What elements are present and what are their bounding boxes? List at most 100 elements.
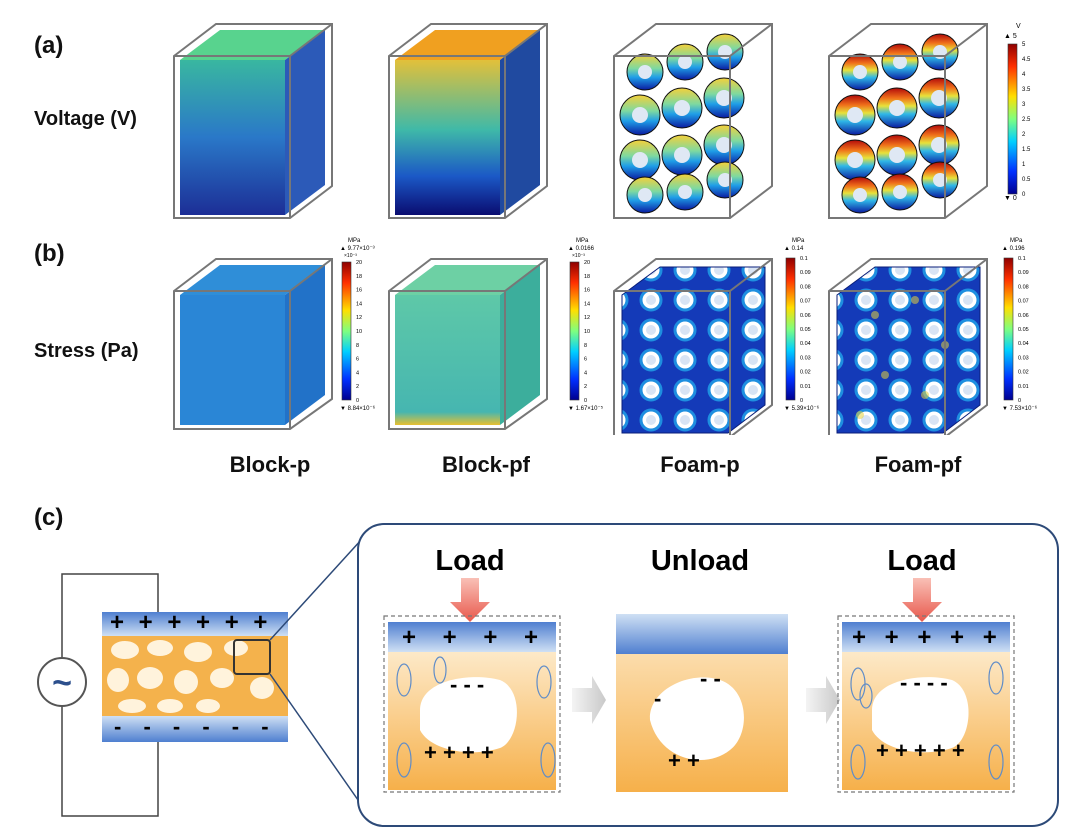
stress-colorbar-tick: 0.05 — [800, 327, 811, 333]
stress-colorbar-tick: 0.01 — [800, 384, 811, 390]
stress-colorbar-tick: 2 — [356, 384, 359, 390]
stress-colorbar-tick: 20 — [584, 260, 590, 266]
stress-colorbar-tick: 14 — [584, 301, 590, 307]
electrode-charges: + + + + + — [852, 624, 1003, 651]
stress-colorbar-tick: 0.06 — [1018, 313, 1029, 319]
stress-colorbar-tick: 0.1 — [1018, 256, 1026, 262]
voltage-colorbar-gradient — [1007, 43, 1018, 195]
hole-negative-charges: - - - - — [900, 670, 948, 695]
voltage-colorbar-min: ▼ 0 — [1004, 195, 1017, 200]
dipole-icons — [396, 656, 556, 778]
stress-colorbar-tick: 14 — [356, 301, 362, 307]
panel-b-label: (b) — [34, 240, 65, 267]
column-label-block-p: Block-p — [229, 452, 311, 477]
stress-colorbar-tick: 0.02 — [1018, 370, 1029, 376]
stress-colorbar-min: ▼ 8.84×10⁻⁶ — [340, 405, 376, 412]
stress-colorbar-tick: 0.09 — [800, 270, 811, 276]
stage-title: Load — [887, 545, 956, 577]
stress-colorbar-unit: MPa — [348, 238, 361, 244]
stress-row-label: Stress (Pa) — [34, 340, 139, 362]
sample-top-charges: + + + + + + — [110, 609, 271, 636]
stress-colorbar-tick: 8 — [356, 343, 359, 349]
voltage-colorbar-tick: 3.5 — [1022, 87, 1031, 93]
voltage-row-label: Voltage (V) — [34, 108, 137, 130]
voltage-colorbar-tick: 4 — [1022, 72, 1026, 78]
stage-load-1: Load + + + + - - - + + + + — [383, 545, 561, 793]
stress-colorbar-tick: 0.04 — [800, 341, 811, 347]
stress-colorbar-unit: MPa — [792, 238, 805, 244]
block-pf-stress-cube — [388, 258, 548, 430]
hole-negative-charges: - - — [700, 666, 721, 691]
stress-colorbar-tick: 0 — [800, 398, 803, 404]
hole-positive-charges: + + + + + — [876, 738, 965, 763]
stress-colorbar-tick: 0.08 — [800, 284, 811, 290]
voltage-colorbar-max: ▲ 5 — [1004, 33, 1017, 40]
stress-colorbar-exp: ×10⁻³ — [344, 253, 357, 259]
stress-colorbar-tick: 0.08 — [1018, 284, 1029, 290]
stress-colorbar-tick: 20 — [356, 260, 362, 266]
stress-colorbar-max: ▲ 0.0166 — [568, 246, 595, 252]
stress-colorbar-tick: 0.07 — [800, 299, 811, 305]
stress-colorbar-max: ▲ 0.14 — [784, 246, 804, 252]
stress-colorbar-tick: 0.03 — [800, 355, 811, 361]
column-label-block-pf: Block-pf — [442, 452, 530, 477]
stage-title: Load — [435, 545, 504, 577]
block-p-voltage-cube — [173, 23, 333, 219]
voltage-colorbar-unit: V — [1016, 23, 1021, 30]
stress-colorbar-tick: 0.09 — [1018, 270, 1029, 276]
stress-colorbar-block-p: MPa ▲ 9.77×10⁻³ ×10⁻³ 20181614121086420 … — [340, 238, 376, 412]
zoom-box — [233, 639, 271, 675]
stress-colorbar-tick: 16 — [356, 288, 362, 294]
stress-colorbar-tick: 4 — [584, 370, 587, 376]
stress-colorbar-tick: 12 — [356, 315, 362, 321]
stress-colorbar-unit: MPa — [1010, 238, 1023, 244]
electrode-charges: + + + + — [402, 624, 548, 651]
voltage-colorbar-tick: 0 — [1022, 192, 1026, 198]
stress-colorbar-tick: 10 — [584, 329, 590, 335]
voltage-colorbar-tick: 5 — [1022, 42, 1026, 48]
stress-colorbar-unit: MPa — [576, 238, 589, 244]
stage-unload: Unload - - - + + — [616, 545, 788, 792]
stress-row-figure — [173, 258, 988, 435]
panel-c-label: (c) — [34, 504, 64, 531]
stress-colorbar-max: ▲ 9.77×10⁻³ — [340, 246, 375, 252]
stress-colorbar-min: ▼ 7.53×10⁻⁶ — [1002, 405, 1038, 412]
stress-colorbar-tick: 18 — [356, 274, 362, 280]
block-pf-voltage-cube — [388, 23, 548, 219]
stress-colorbar-tick: 12 — [584, 315, 590, 321]
stress-colorbar-tick: 0 — [584, 398, 587, 404]
voltage-colorbar-tick: 1.5 — [1022, 147, 1031, 153]
stress-colorbar-tick: 10 — [356, 329, 362, 335]
stress-colorbar-min: ▼ 5.39×10⁻⁶ — [784, 405, 820, 412]
stress-colorbar-min: ▼ 1.67×10⁻⁵ — [568, 405, 604, 412]
dipole-icons — [850, 661, 1004, 780]
hole-negative-charges: - - - — [450, 672, 484, 697]
next-step-arrow-icon — [806, 676, 840, 724]
ac-source-symbol: ~ — [52, 664, 72, 702]
stress-colorbar-tick: 0.03 — [1018, 355, 1029, 361]
circuit-wires — [61, 573, 159, 817]
voltage-colorbar-tick: 2 — [1022, 132, 1026, 138]
stress-colorbar-tick: 0.1 — [800, 256, 808, 262]
foam-pf-stress-cube — [828, 258, 988, 435]
voltage-colorbar-tick: 1 — [1022, 162, 1026, 168]
stress-colorbar-tick: 0.06 — [800, 313, 811, 319]
voltage-colorbar-tick: 4.5 — [1022, 57, 1031, 63]
foam-pf-voltage-cube — [828, 23, 988, 219]
stress-colorbar-tick: 6 — [584, 357, 587, 363]
load-arrow-icon — [902, 578, 942, 622]
stress-colorbar-exp: ×10⁻³ — [572, 253, 585, 259]
voltage-colorbar-tick: 3 — [1022, 102, 1026, 108]
hole-positive-charges: + + + + — [424, 740, 494, 765]
voltage-colorbar: V ▲ 5 54.543.532.521.510.50 ▼ 0 — [1004, 23, 1031, 200]
column-label-foam-p: Foam-p — [660, 452, 740, 477]
stress-colorbar-tick: 0.02 — [800, 370, 811, 376]
foam-p-voltage-cube — [613, 23, 773, 219]
stress-colorbar-tick: 2 — [584, 384, 587, 390]
stage-load-2: Load + + + + + - - - - + + + + + — [837, 545, 1015, 793]
panel-c-figure: ~ + + + + + + - - - - - - Load + + + + -… — [37, 523, 1059, 827]
stress-colorbar-tick: 4 — [356, 370, 359, 376]
ac-source: ~ — [37, 657, 87, 707]
hole-negative-left: - — [654, 686, 661, 711]
